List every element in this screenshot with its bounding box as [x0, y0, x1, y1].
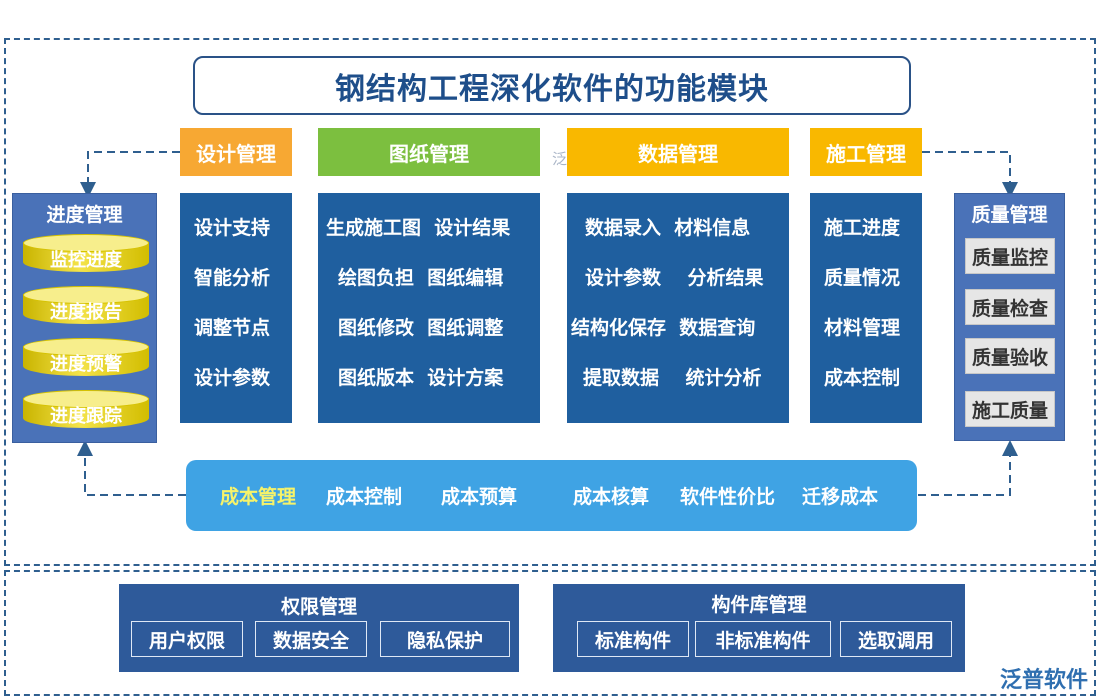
- panel-item: 设计参数: [194, 367, 271, 389]
- components-group: 构件库管理 标准构件 非标准构件 选取调用: [553, 584, 965, 672]
- components-item: 标准构件: [577, 621, 689, 657]
- cost-item: 成本预算: [441, 486, 518, 508]
- permissions-item: 数据安全: [255, 621, 367, 657]
- bottom-frame: [4, 570, 1096, 696]
- module-header-construction: 施工管理: [810, 128, 922, 176]
- permissions-group: 权限管理 用户权限 数据安全 隐私保护: [119, 584, 519, 672]
- panel-item: 设计参数 分析结果: [585, 267, 764, 289]
- page-title: 钢结构工程深化软件的功能模块: [193, 56, 911, 115]
- progress-item: 进度报告: [23, 286, 149, 326]
- cost-item: 成本控制: [326, 486, 403, 508]
- panel-item: 生成施工图 设计结果: [326, 217, 511, 239]
- module-panel-data: 数据录入 材料信息 设计参数 分析结果 结构化保存 数据查询 提取数据 统计分析: [567, 193, 789, 423]
- cost-item: 软件性价比: [680, 486, 776, 508]
- panel-item: 结构化保存 数据查询: [571, 317, 756, 339]
- progress-title: 进度管理: [46, 204, 123, 226]
- cost-item: 迁移成本: [802, 486, 879, 508]
- progress-item-label: 进度预警: [50, 354, 122, 375]
- module-panel-design: 设计支持 智能分析 调整节点 设计参数: [180, 193, 292, 423]
- quality-item: 质量验收: [965, 338, 1055, 374]
- arrow-construction-to-quality: [922, 151, 1018, 198]
- progress-item: 进度预警: [23, 338, 149, 378]
- progress-item-label: 监控进度: [50, 250, 122, 271]
- panel-item: 调整节点: [194, 317, 271, 339]
- panel-item: 数据录入 材料信息: [585, 217, 751, 239]
- panel-item: 施工进度: [824, 217, 901, 239]
- panel-item: 设计支持: [194, 217, 271, 239]
- permissions-title: 权限管理: [280, 596, 357, 618]
- panel-item: 提取数据 统计分析: [583, 367, 762, 389]
- brand-name: 泛普软件: [999, 668, 1088, 693]
- panel-item: 成本控制: [824, 367, 901, 389]
- quality-item: 质量检查: [965, 289, 1055, 325]
- progress-item-label: 进度报告: [50, 302, 122, 323]
- quality-item: 质量监控: [965, 238, 1055, 274]
- progress-item: 监控进度: [23, 234, 149, 274]
- panel-item: 质量情况: [824, 267, 901, 289]
- panel-item: 图纸版本 设计方案: [338, 367, 504, 389]
- components-item: 选取调用: [840, 621, 952, 657]
- permissions-item: 隐私保护: [380, 621, 510, 657]
- components-title: 构件库管理: [711, 594, 807, 616]
- module-panel-construction: 施工进度 质量情况 材料管理 成本控制: [810, 193, 922, 423]
- quality-title: 质量管理: [971, 204, 1048, 226]
- cost-item: 成本核算: [573, 486, 650, 508]
- quality-item: 施工质量: [965, 391, 1055, 427]
- arrow-cost-to-progress: [77, 440, 186, 496]
- cost-title: 成本管理: [220, 486, 297, 508]
- panel-item: 材料管理: [824, 317, 901, 339]
- progress-item-label: 进度跟踪: [50, 406, 122, 427]
- panel-item: 智能分析: [194, 267, 271, 289]
- brand-logo: 泛普软件: [1000, 662, 1088, 694]
- components-item: 非标准构件: [695, 621, 831, 657]
- permissions-item: 用户权限: [131, 621, 243, 657]
- quality-panel: 质量管理 质量监控 质量检查 质量验收 施工质量: [954, 193, 1065, 441]
- panel-item: 绘图负担 图纸编辑: [338, 267, 504, 289]
- progress-item: 进度跟踪: [23, 390, 149, 430]
- arrow-cost-to-quality: [918, 440, 1018, 496]
- module-panel-drawing: 生成施工图 设计结果 绘图负担 图纸编辑 图纸修改 图纸调整 图纸版本 设计方案: [318, 193, 540, 423]
- module-header-drawing: 图纸管理: [318, 128, 540, 176]
- module-header-design: 设计管理: [180, 128, 292, 176]
- arrow-design-to-progress: [80, 151, 180, 198]
- main-frame: [4, 38, 1096, 566]
- cost-bar: 成本管理 成本控制 成本预算 成本核算 软件性价比 迁移成本: [186, 460, 917, 531]
- module-header-data: 数据管理: [567, 128, 789, 176]
- progress-panel: 进度管理 监控进度 进度报告 进度预警 进度跟踪: [12, 193, 157, 443]
- panel-item: 图纸修改 图纸调整: [338, 317, 504, 339]
